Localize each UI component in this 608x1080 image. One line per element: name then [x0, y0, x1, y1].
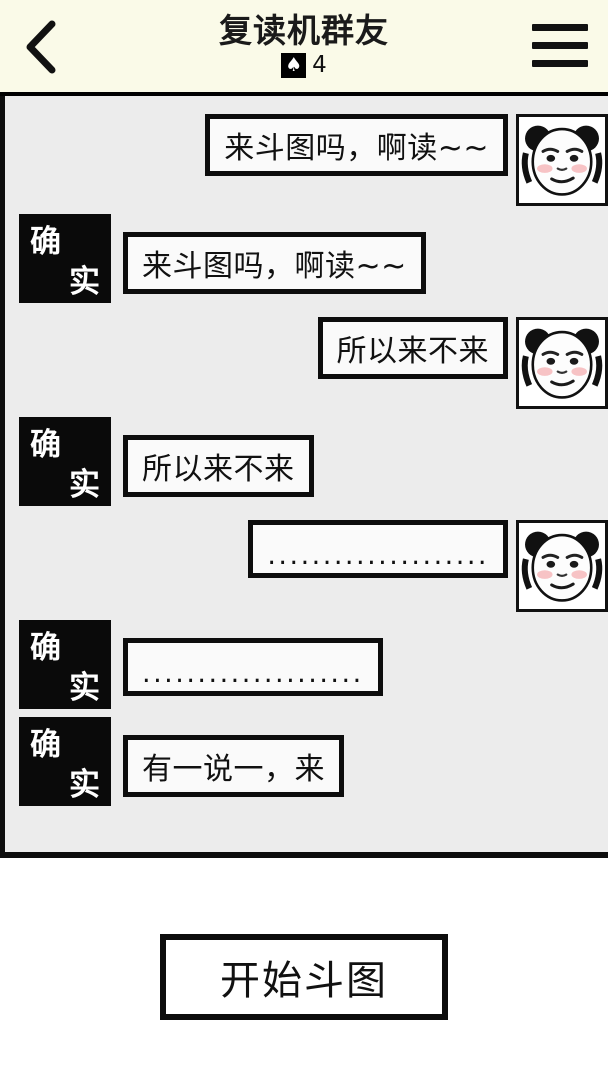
panda-head-avatar[interactable] [516, 317, 608, 409]
chat-message-row: 确 实 来斗图吗，啊读~~ [5, 214, 608, 303]
footer-area: 开始斗图 [0, 858, 608, 1080]
chevron-left-icon [24, 20, 58, 74]
header-title-block: 复读机群友 ♠ 4 [219, 14, 389, 78]
queshi-stamp-char-bottom: 实 [69, 264, 100, 300]
chat-message-row: 确 实 所以来不来 [5, 417, 608, 506]
queshi-stamp-char-top: 确 [30, 630, 61, 666]
start-battle-button[interactable]: 开始斗图 [160, 934, 448, 1020]
app-header: 复读机群友 ♠ 4 [0, 0, 608, 96]
chat-message-row: 来斗图吗，啊读~~ [5, 114, 608, 206]
chat-bubble[interactable]: 所以来不来 [123, 435, 314, 497]
hamburger-menu-button[interactable] [524, 14, 596, 76]
panda-head-avatar[interactable] [516, 114, 608, 206]
chat-message-list: 来斗图吗，啊读~~ [5, 96, 608, 852]
chat-panel-wrapper: 来斗图吗，啊读~~ [0, 96, 608, 858]
chat-message-row: 所以来不来 [5, 317, 608, 409]
chat-bubble[interactable]: .................... [123, 638, 383, 696]
queshi-stamp[interactable]: 确 实 [19, 717, 111, 806]
panda-head-avatar[interactable] [516, 520, 608, 612]
page-title: 复读机群友 [219, 11, 389, 50]
chat-bubble[interactable]: 来斗图吗，啊读~~ [205, 114, 508, 176]
chat-bubble[interactable]: 有一说一，来 [123, 735, 344, 797]
chat-bubble[interactable]: 所以来不来 [317, 317, 508, 379]
chat-panel[interactable]: 来斗图吗，啊读~~ [0, 96, 608, 858]
queshi-stamp-char-bottom: 实 [69, 767, 100, 803]
queshi-stamp[interactable]: 确 实 [19, 214, 111, 303]
header-subtitle: ♠ 4 [281, 53, 327, 78]
hamburger-menu-icon-bar-3 [532, 59, 588, 67]
spade-icon: ♠ [281, 53, 307, 78]
chat-message-row: 确 实 有一说一，来 [5, 717, 608, 806]
hamburger-menu-icon-bar-1 [532, 23, 588, 31]
hamburger-menu-icon-bar-2 [532, 41, 588, 49]
queshi-stamp[interactable]: 确 实 [19, 620, 111, 709]
chat-bubble[interactable]: .................... [248, 520, 508, 578]
member-count: 4 [312, 52, 327, 78]
queshi-stamp-char-top: 确 [30, 224, 61, 260]
back-button[interactable] [6, 12, 76, 82]
queshi-stamp-char-top: 确 [30, 727, 61, 763]
queshi-stamp-char-bottom: 实 [69, 467, 100, 503]
queshi-stamp-char-bottom: 实 [69, 670, 100, 706]
chat-message-row: 确 实 .................... [5, 620, 608, 709]
queshi-stamp[interactable]: 确 实 [19, 417, 111, 506]
queshi-stamp-char-top: 确 [30, 427, 61, 463]
chat-message-row: .................... [5, 520, 608, 612]
chat-bubble[interactable]: 来斗图吗，啊读~~ [123, 232, 426, 294]
